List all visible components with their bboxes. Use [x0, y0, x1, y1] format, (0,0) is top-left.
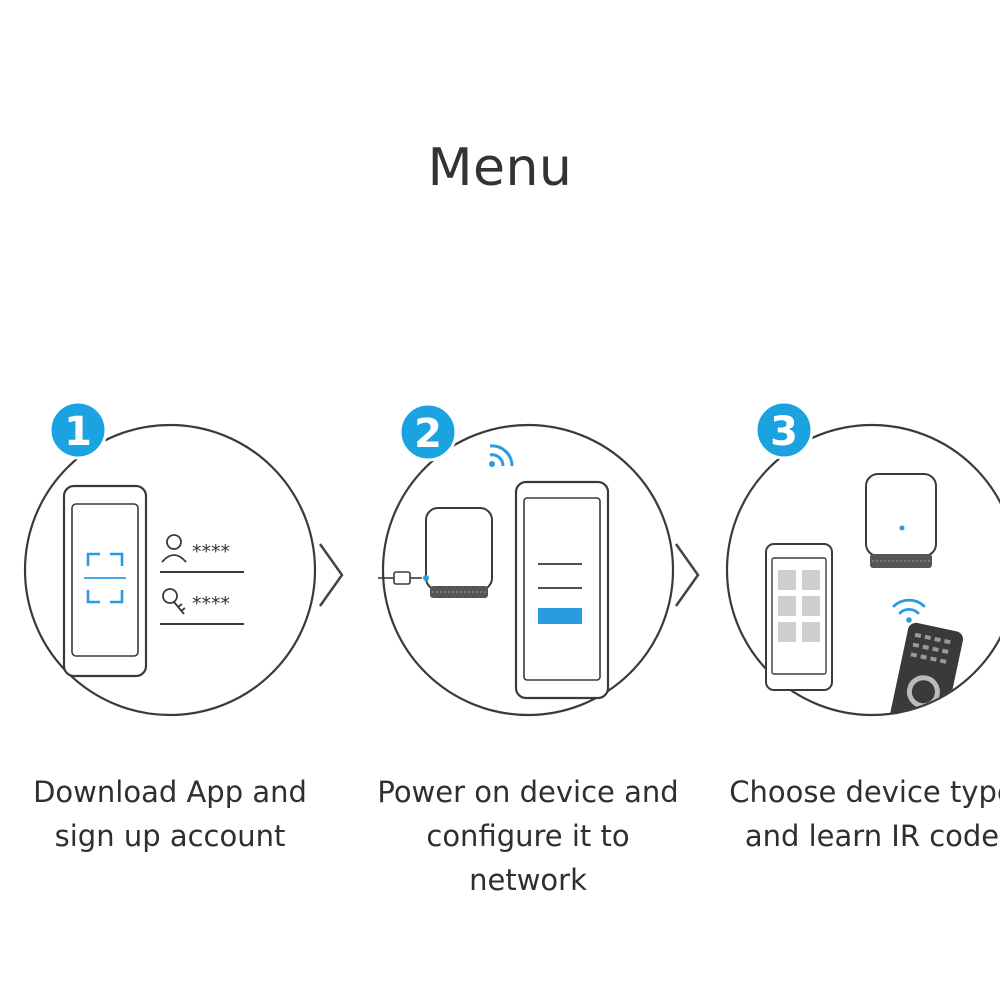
key-icon [163, 589, 185, 614]
chevron-right-icon [668, 540, 708, 610]
step-2-badge: 2 [400, 404, 456, 460]
wifi-icon [489, 446, 512, 467]
step-1-caption: Download App and sign up account [10, 770, 330, 858]
chevron-right-icon [312, 540, 352, 610]
step-3: 3 [722, 400, 1000, 740]
ir-hub-device-icon [423, 508, 492, 598]
phone-icon [64, 486, 146, 676]
step-2-caption-line-2: configure it to network [368, 814, 688, 902]
step-2-caption: Power on device and configure it to netw… [368, 770, 688, 902]
step-2-caption-line-1: Power on device and [368, 770, 688, 814]
ir-hub-device-icon [866, 474, 936, 568]
step-1-caption-line-1: Download App and [10, 770, 330, 814]
password-mask: **** [192, 593, 230, 615]
page-title: Menu [0, 138, 1000, 198]
step-2-illustration: 2 [378, 400, 678, 740]
wifi-icon [894, 600, 924, 623]
confirm-button-icon [538, 608, 582, 624]
step-1: 1 **** **** Download App and [20, 400, 320, 740]
step-2: 2 Power on device an [378, 400, 678, 740]
username-mask: **** [192, 541, 230, 563]
phone-icon [516, 482, 608, 698]
step-1-caption-line-2: sign up account [10, 814, 330, 858]
step-1-badge-number: 1 [64, 409, 92, 455]
step-1-illustration: 1 **** **** [20, 400, 320, 740]
user-icon [162, 535, 186, 562]
step-1-badge: 1 [50, 402, 106, 458]
step-3-caption-line-2: and learn IR code [712, 814, 1000, 858]
step-3-caption: Choose device type and learn IR code [712, 770, 1000, 858]
step-2-badge-number: 2 [414, 411, 442, 457]
remote-control-icon [885, 621, 965, 750]
step-3-badge-number: 3 [770, 409, 798, 455]
phone-icon [766, 544, 832, 690]
step-3-illustration: 3 [722, 400, 1000, 740]
step-3-caption-line-1: Choose device type [712, 770, 1000, 814]
step-3-badge: 3 [756, 402, 812, 458]
